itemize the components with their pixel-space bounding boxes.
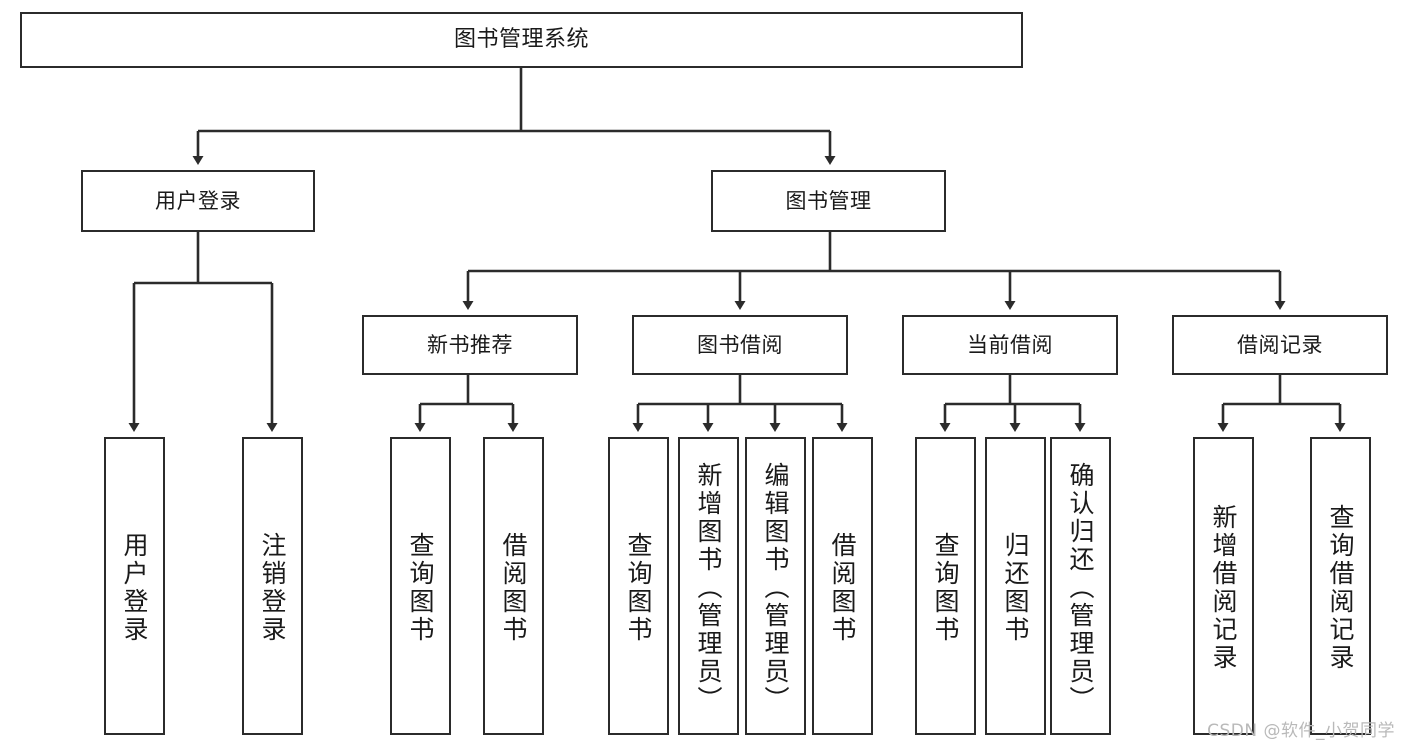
node-current-borrow-label: 当前借阅 <box>967 332 1053 357</box>
node-book-borrow[interactable]: 图书借阅 <box>632 315 848 375</box>
leaf-add-record[interactable]: 新增借阅记录 <box>1193 437 1254 735</box>
leaf-borrow-book-2-label: 借阅图书 <box>828 532 857 644</box>
leaf-confirm-return-label: 确认归还（管理员） <box>1066 462 1095 714</box>
node-user-login-label: 用户登录 <box>155 188 241 213</box>
node-root-label: 图书管理系统 <box>453 27 589 53</box>
watermark-text: CSDN @软件_小贺同学 <box>1207 721 1395 741</box>
leaf-query-book-1[interactable]: 查询图书 <box>390 437 451 735</box>
leaf-borrow-book-2[interactable]: 借阅图书 <box>812 437 873 735</box>
leaf-return-book-label: 归还图书 <box>1001 532 1030 644</box>
leaf-query-book-2[interactable]: 查询图书 <box>608 437 669 735</box>
node-borrow-record[interactable]: 借阅记录 <box>1172 315 1388 375</box>
leaf-query-record-label: 查询借阅记录 <box>1326 504 1355 672</box>
node-book-borrow-label: 图书借阅 <box>697 332 783 357</box>
node-user-login[interactable]: 用户登录 <box>81 170 315 232</box>
leaf-add-record-label: 新增借阅记录 <box>1209 504 1238 672</box>
node-borrow-record-label: 借阅记录 <box>1237 332 1323 357</box>
leaf-logout-login-label: 注销登录 <box>258 532 287 644</box>
leaf-query-book-3[interactable]: 查询图书 <box>915 437 976 735</box>
leaf-confirm-return[interactable]: 确认归还（管理员） <box>1050 437 1111 735</box>
leaf-edit-book-label: 编辑图书（管理员） <box>761 462 790 714</box>
node-current-borrow[interactable]: 当前借阅 <box>902 315 1118 375</box>
leaf-logout-login[interactable]: 注销登录 <box>242 437 303 735</box>
leaf-borrow-book-1-label: 借阅图书 <box>499 532 528 644</box>
node-new-book-recommend-label: 新书推荐 <box>427 332 513 357</box>
leaf-query-record[interactable]: 查询借阅记录 <box>1310 437 1371 735</box>
leaf-borrow-book-1[interactable]: 借阅图书 <box>483 437 544 735</box>
node-root[interactable]: 图书管理系统 <box>20 12 1023 68</box>
leaf-edit-book[interactable]: 编辑图书（管理员） <box>745 437 806 735</box>
leaf-return-book[interactable]: 归还图书 <box>985 437 1046 735</box>
node-new-book-recommend[interactable]: 新书推荐 <box>362 315 578 375</box>
leaf-query-book-3-label: 查询图书 <box>931 532 960 644</box>
leaf-add-book-label: 新增图书（管理员） <box>694 462 723 714</box>
leaf-user-login[interactable]: 用户登录 <box>104 437 165 735</box>
leaf-query-book-2-label: 查询图书 <box>624 532 653 644</box>
node-book-management[interactable]: 图书管理 <box>711 170 946 232</box>
node-book-management-label: 图书管理 <box>785 188 872 213</box>
leaf-query-book-1-label: 查询图书 <box>406 532 435 644</box>
leaf-user-login-label: 用户登录 <box>120 532 149 644</box>
leaf-add-book[interactable]: 新增图书（管理员） <box>678 437 739 735</box>
